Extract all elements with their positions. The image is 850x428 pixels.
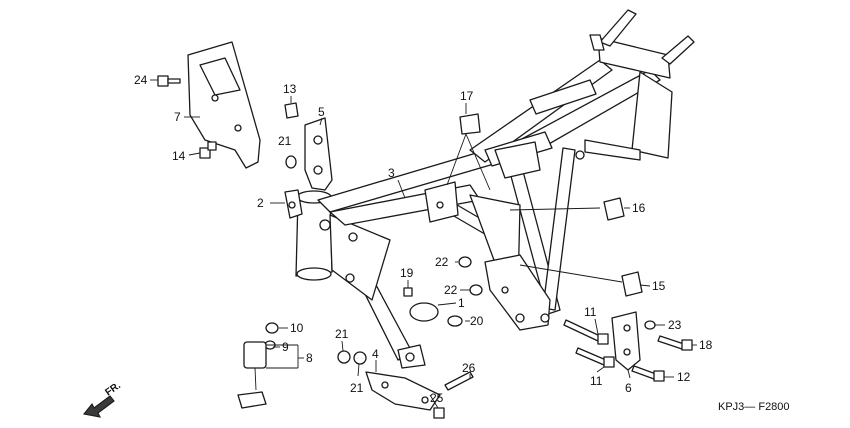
callout-20: 20 — [470, 314, 484, 328]
callout-17: 17 — [460, 89, 474, 103]
callout-14: 14 — [172, 149, 186, 163]
part-21-collar-c — [353, 351, 367, 365]
drawing-code: KPJ3— F2800 — [718, 401, 790, 413]
callout-11b: 11 — [590, 374, 603, 388]
callout-18: 18 — [699, 338, 713, 352]
callout-21b: 21 — [335, 327, 349, 341]
part-13-grommet — [284, 102, 299, 119]
callout-11a: 11 — [584, 305, 597, 319]
callout-13: 13 — [283, 82, 297, 96]
part-1-band — [409, 302, 439, 322]
callout-6: 6 — [625, 381, 632, 395]
callout-24: 24 — [134, 73, 148, 87]
part-8-switch — [237, 341, 267, 409]
callouts: 24 7 14 13 5 21 2 3 17 16 22 15 19 22 1 … — [134, 73, 713, 405]
callout-21: 21 — [278, 134, 292, 148]
part-12-bolt — [631, 365, 657, 380]
part-20-nut — [447, 315, 463, 327]
callout-16: 16 — [632, 201, 646, 215]
callout-25: 25 — [430, 391, 444, 405]
part-4-bracket — [365, 371, 441, 411]
callout-23: 23 — [668, 318, 682, 332]
part-19-bolt — [403, 287, 413, 297]
part-26-bolt — [444, 371, 474, 391]
callout-9: 9 — [282, 340, 289, 354]
callout-10: 10 — [290, 321, 304, 335]
callout-5: 5 — [318, 105, 325, 119]
part-15-clamp — [621, 271, 643, 297]
callout-26: 26 — [462, 361, 476, 375]
part-21-collar — [285, 155, 297, 169]
part-14-bolt — [199, 141, 217, 159]
part-11-bolt-b — [575, 347, 607, 366]
callout-2: 2 — [257, 196, 264, 210]
callout-7: 7 — [174, 110, 181, 124]
part-22-grommet-b — [469, 284, 483, 296]
part-11-bolt-a — [563, 319, 601, 342]
callout-4: 4 — [372, 347, 379, 361]
callout-3: 3 — [388, 166, 395, 180]
leader-lines — [150, 79, 697, 409]
part-23-washer — [644, 320, 656, 330]
callout-22b: 22 — [444, 283, 458, 297]
part-6-bracket — [611, 311, 641, 371]
part-10-washer — [265, 322, 279, 334]
part-16-clamp — [603, 197, 625, 221]
part-18-bolt — [657, 335, 685, 350]
callout-21c: 21 — [350, 381, 364, 395]
part-22-grommet-a — [458, 256, 472, 268]
front-direction-arrow — [82, 395, 115, 418]
callout-8: 8 — [306, 351, 313, 365]
part-17-grommet — [459, 113, 481, 135]
part-5-bracket — [304, 117, 333, 191]
main-frame — [295, 9, 695, 369]
callout-19: 19 — [400, 266, 414, 280]
callout-12: 12 — [677, 370, 691, 384]
part-21-collar-b — [337, 350, 351, 364]
direction-label: FR. — [103, 380, 123, 398]
callout-15: 15 — [652, 279, 666, 293]
callout-1: 1 — [458, 296, 465, 310]
callout-22a: 22 — [435, 255, 449, 269]
part-25-bolt — [433, 407, 445, 419]
part-24-bolt — [157, 75, 181, 87]
